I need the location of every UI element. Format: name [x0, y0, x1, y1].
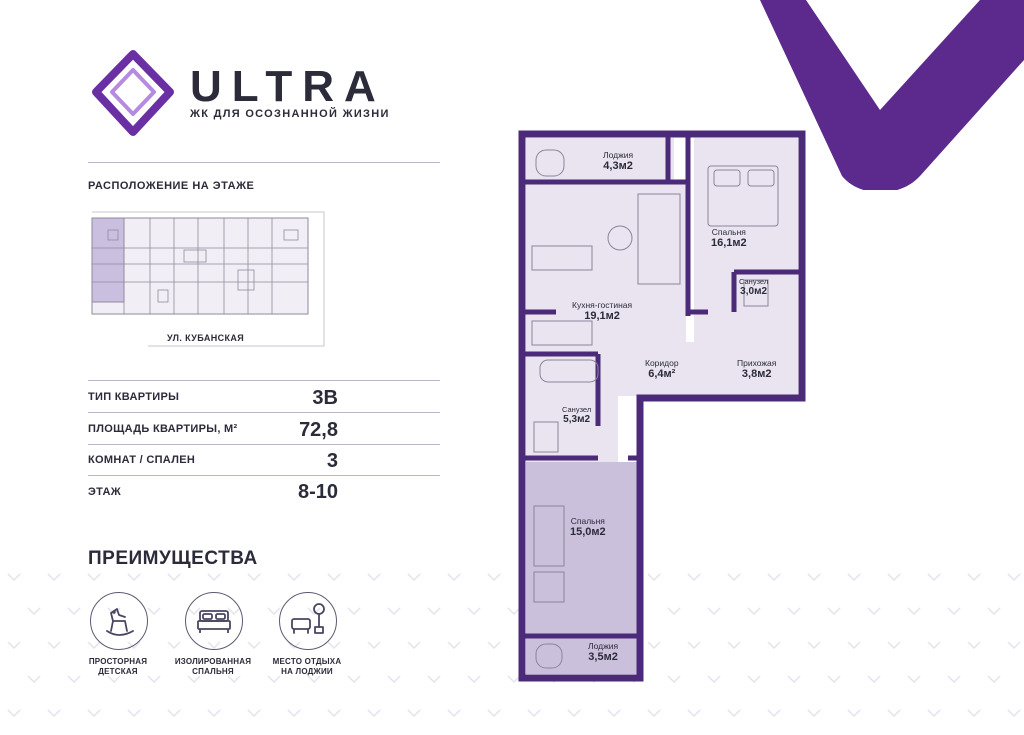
spec-label-rooms: КОМНАТ / СПАЛЕН	[88, 454, 196, 466]
apartment-floor-plan	[518, 130, 806, 682]
room-bedroom-top: Спальня 16,1м2	[711, 227, 747, 249]
spec-value-area: 72,8	[299, 419, 338, 441]
rocking-horse-icon	[106, 608, 134, 636]
spec-label-floor: ЭТАЖ	[88, 486, 121, 498]
brand-name: ULTRA	[190, 62, 386, 111]
advantages-title: ПРЕИМУЩЕСТВА	[88, 548, 258, 569]
advantage-item	[185, 592, 243, 650]
advantage-caption: МЕСТО ОТДЫХА НА ЛОДЖИИ	[272, 657, 342, 676]
spec-value-apartment-type: 3B	[312, 387, 338, 409]
spec-value-rooms: 3	[326, 450, 338, 472]
advantage-caption: ПРОСТОРНАЯ ДЕТСКАЯ	[88, 657, 148, 676]
room-loggia-top: Лоджия 4,3м2	[603, 150, 634, 172]
armchair-lamp-icon	[291, 603, 325, 634]
divider	[88, 412, 440, 413]
divider	[88, 444, 440, 445]
room-bathroom-small: Санузел 3,0м2	[739, 277, 769, 297]
floor-location-plan	[91, 211, 325, 347]
spec-value-floor: 8-10	[297, 481, 338, 503]
spec-label-area: ПЛОЩАДЬ КВАРТИРЫ, М²	[88, 423, 238, 435]
divider	[88, 475, 440, 476]
chevron-watermark-pattern	[7, 573, 1021, 718]
advantage-item	[90, 592, 148, 650]
divider	[88, 162, 440, 163]
advantage-caption: ИЗОЛИРОВАННАЯ СПАЛЬНЯ	[174, 657, 252, 676]
spec-label-apartment-type: ТИП КВАРТИРЫ	[88, 391, 180, 403]
room-kitchen-living: Кухня-гостиная 19,1м2	[572, 300, 633, 322]
divider	[88, 380, 440, 381]
room-bathroom-big: Санузел 5,3м2	[562, 405, 592, 425]
brand-chevron-graphic	[760, 0, 1024, 190]
advantage-item	[279, 592, 337, 650]
room-bedroom-bottom: Спальня 15,0м2	[570, 516, 606, 538]
diamond-logo-icon	[92, 50, 174, 136]
room-corridor: Коридор 6,4м²	[645, 358, 679, 380]
room-loggia-bottom: Лоджия 3,5м2	[588, 641, 619, 663]
floor-location-title: РАСПОЛОЖЕНИЕ НА ЭТАЖЕ	[88, 180, 255, 192]
room-hallway: Прихожая 3,8м2	[737, 358, 777, 380]
bed-icon	[197, 610, 231, 633]
brand-tagline: ЖК ДЛЯ ОСОЗНАННОЙ ЖИЗНИ	[190, 108, 390, 120]
street-name: УЛ. КУБАНСКАЯ	[167, 333, 245, 343]
